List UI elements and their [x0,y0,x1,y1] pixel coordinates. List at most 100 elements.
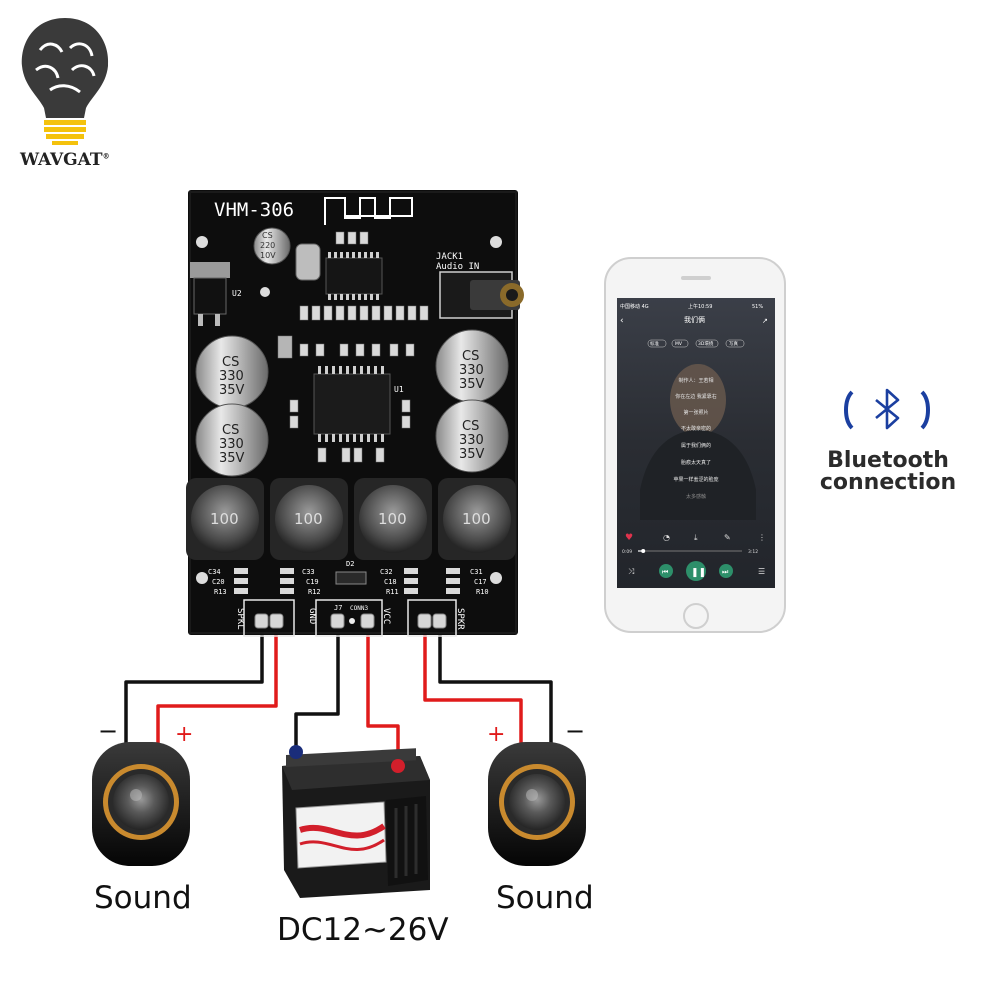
more-icon: ⋮ [758,533,766,542]
svg-text:3:12: 3:12 [748,549,758,555]
svg-text:U1: U1 [394,385,404,394]
shuffle-icon: ⤨ [628,567,635,576]
speaker-left-minus: − [98,717,118,745]
svg-text:C20: C20 [212,578,225,586]
wire-right-negative [438,625,553,745]
svg-text:R11: R11 [386,588,399,596]
svg-text:C34: C34 [208,568,221,576]
jack-sublabel: Audio IN [436,262,479,272]
bluetooth-label: Bluetooth connection [808,450,968,494]
svg-text:MV: MV [675,341,683,347]
capacitor-large-1: CS 330 35V [195,335,269,409]
playback-knob [641,549,646,553]
wire-right-positive [423,625,523,745]
inductor-1: 100 [186,478,264,560]
speaker-left-label: Sound [94,880,192,916]
svg-text:中国移动 4G: 中国移动 4G [620,303,649,310]
svg-text:C18: C18 [384,578,397,586]
battery [282,745,430,898]
prev-button [659,564,673,578]
board-model: VHM-306 [214,199,294,221]
svg-text:SPKR: SPKR [455,608,465,630]
svg-text:100: 100 [294,510,323,528]
svg-text:100: 100 [462,510,491,528]
speaker-left-plus: + [175,722,193,747]
wire-battery-positive [366,625,400,762]
svg-text:上午10:59: 上午10:59 [688,303,712,310]
svg-text:330: 330 [459,363,484,378]
svg-text:35V: 35V [219,451,245,466]
svg-text:35V: 35V [459,377,485,392]
svg-text:⏭: ⏭ [722,568,729,576]
speaker-right-plus: + [487,722,505,747]
svg-text:10V: 10V [260,251,276,260]
wires [124,625,553,762]
comment-count-icon: ✎ [724,533,731,542]
wire-left-negative [124,625,264,745]
svg-text:R10: R10 [476,588,489,596]
svg-text:胎痕太天真了: 胎痕太天真了 [681,459,711,466]
battery-voltage-label: DC12~26V [277,912,449,948]
comment-icon: ◔ [663,533,670,542]
download-icon: ⤓ [694,533,698,542]
svg-text:330: 330 [219,369,244,384]
svg-text:D2: D2 [346,560,354,568]
svg-text:不太敢亲密的: 不太敢亲密的 [681,425,711,432]
brand-logo [21,18,109,145]
svg-text:100: 100 [378,510,407,528]
svg-text:330: 330 [459,433,484,448]
like-icon: ♥ [625,533,633,543]
svg-text:标准: 标准 [650,340,659,347]
svg-text:100: 100 [210,510,239,528]
svg-text:C19: C19 [306,578,319,586]
next-button [719,564,733,578]
svg-text:属于我们俩的: 属于我们俩的 [681,442,711,449]
svg-text:220: 220 [260,241,275,250]
speaker-right: + − [487,717,586,866]
svg-text:U2: U2 [232,289,242,298]
svg-text:第一张照片: 第一张照片 [683,409,708,416]
svg-text:R12: R12 [308,588,321,596]
svg-text:❚❚: ❚❚ [691,568,706,578]
svg-text:CONN3: CONN3 [350,605,368,612]
svg-text:CS: CS [462,419,479,434]
svg-text:0:09: 0:09 [622,549,632,555]
wire-left-positive [156,625,278,745]
smartphone: 中国移动 4G 上午10:59 51% ‹ 我们俩 ↗ 标准 MV 3D環绕 写… [604,257,786,633]
pin-label-vcc: VCC [381,608,391,624]
speaker-right-minus: − [565,717,585,745]
svg-text:制作人：王若相: 制作人：王若相 [678,377,713,384]
svg-text:写真: 写真 [729,340,738,347]
svg-text:3D環绕: 3D環绕 [698,340,714,347]
capacitor-large-2: CS 330 35V [195,403,269,477]
svg-text:苹果一样羞涩的脸庞: 苹果一样羞涩的脸庞 [673,476,718,483]
amplifier-board: VHM-306 JACK1 Audio IN CS 220 10V [186,190,524,637]
capacitor-large-3: CS 330 35V [435,329,509,403]
svg-text:你在左边 我紧靠右: 你在左边 我紧靠右 [675,393,717,400]
svg-text:R13: R13 [214,588,227,596]
jack-label: JACK1 [436,252,463,262]
share-icon: ↗ [762,317,768,325]
svg-text:太多感触: 太多感触 [686,493,706,500]
pin-label-spkl: SPKL [235,608,245,630]
brand-name: WAVGAT® [20,150,110,170]
inductor-4: 100 [438,478,516,560]
svg-text:⏮: ⏮ [662,568,668,576]
pin-label-gnd: GND [307,608,317,624]
svg-text:CS: CS [222,423,239,438]
bluetooth-icon [844,388,930,430]
svg-text:51%: 51% [752,304,763,310]
bluetooth-label-line2: connection [819,470,957,495]
svg-text:C33: C33 [302,568,315,576]
svg-text:CS: CS [462,349,479,364]
svg-text:CS: CS [222,355,239,370]
svg-text:C32: C32 [380,568,393,576]
svg-text:C31: C31 [470,568,483,576]
svg-text:J7: J7 [334,604,342,612]
svg-text:330: 330 [219,437,244,452]
inductor-2: 100 [270,478,348,560]
svg-text:C17: C17 [474,578,487,586]
svg-text:35V: 35V [219,383,245,398]
capacitor-large-4: CS 330 35V [435,399,509,473]
